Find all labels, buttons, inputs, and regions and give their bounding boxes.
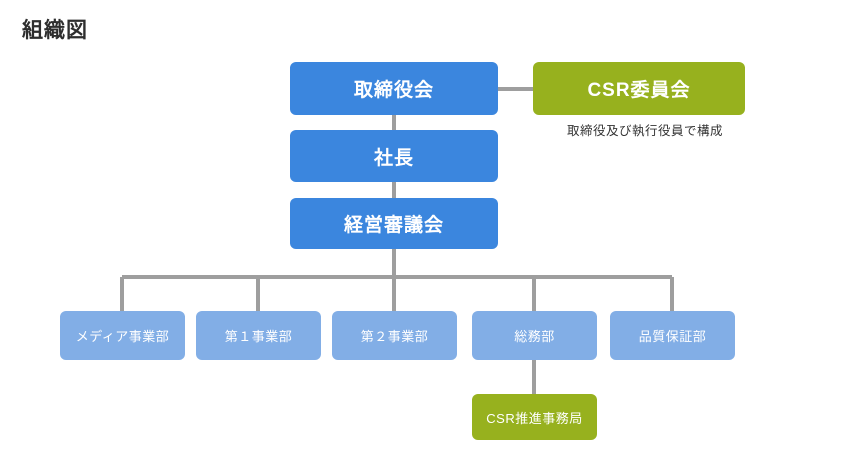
node-management-council[interactable]: 経営審議会: [290, 198, 498, 249]
page-title: 組織図: [22, 19, 88, 42]
node-csr-promotion-office[interactable]: CSR推進事務局: [472, 394, 597, 440]
node-department-quality-assurance[interactable]: 品質保証部: [610, 311, 735, 360]
node-department-division-1[interactable]: 第１事業部: [196, 311, 321, 360]
node-president[interactable]: 社長: [290, 130, 498, 182]
csr-committee-caption: 取締役及び執行役員で構成: [566, 124, 723, 138]
node-department-division-2[interactable]: 第２事業部: [332, 311, 457, 360]
node-board-of-directors[interactable]: 取締役会: [290, 62, 498, 115]
node-csr-committee[interactable]: CSR委員会: [533, 62, 745, 115]
node-department-general-affairs[interactable]: 総務部: [472, 311, 597, 360]
node-department-media[interactable]: メディア事業部: [60, 311, 185, 360]
